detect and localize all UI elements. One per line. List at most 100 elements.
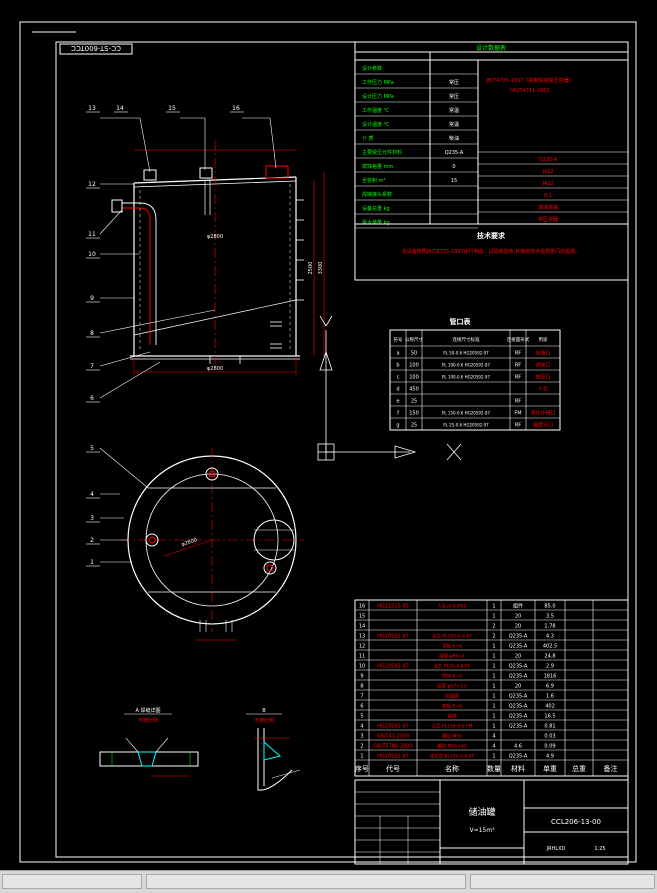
tank-name: 储油罐 <box>468 806 495 818</box>
inner-dim-text: 2500 <box>308 262 314 275</box>
nozzle-cell: RF <box>515 399 521 405</box>
balloon-number: 3 <box>90 515 94 522</box>
tech-right-value: 0.1 <box>544 193 552 199</box>
tech-code2: HG/T4711-2002 <box>510 88 550 94</box>
tech-right-value: J422 <box>541 181 553 187</box>
bom-header: 序号 <box>355 764 369 773</box>
bom-cell: 法兰 PL150-0.6 FM <box>432 723 473 730</box>
plan-diam-text: φ2800 <box>181 537 198 548</box>
nozzle-cell: FM <box>514 411 521 417</box>
bom-cell: Q235-A <box>509 644 528 650</box>
bom-cell: Q235-A <box>509 694 528 700</box>
part-number: CCL206-13-00 <box>551 818 601 826</box>
bom-cell: 4.3 <box>546 634 554 640</box>
tech-req-title: 技术要求 <box>477 231 506 240</box>
status-cell-modes[interactable] <box>146 874 466 889</box>
nozzle-cell: 出油口 <box>535 350 550 357</box>
bom-cell: 1 <box>492 644 495 650</box>
height-dim-text: 3300 <box>318 262 324 275</box>
bom-cell: Q235-A <box>509 724 528 730</box>
bom-cell: 1 <box>492 694 495 700</box>
bom-header: 材料 <box>511 764 525 773</box>
nozzle-cell: 人孔 <box>538 386 548 393</box>
nozzle-cell: f <box>397 411 399 417</box>
bom-cell: 402 <box>545 704 555 710</box>
tech-row-value: 常温 <box>449 107 459 114</box>
nozzle-cell: 100 <box>409 363 419 369</box>
nozzle-cell: 放空口 <box>535 374 550 381</box>
tech-header: 设计数据表 <box>476 44 506 52</box>
tech-row-value: 0 <box>452 164 455 170</box>
bom-cell: 402.5 <box>543 644 557 650</box>
nozzle-cell: PL 50-0.6 HG20592-97 <box>443 351 489 356</box>
nozzle-header: 符号 <box>394 336 403 343</box>
bom-cell: 2 <box>360 744 363 750</box>
outer-border <box>19 21 637 863</box>
bom-header: 单重 <box>543 764 557 773</box>
bom-cell: 螺栓 M16×65 <box>437 743 467 750</box>
tech-row-label: 介 质 <box>362 135 374 142</box>
tech-row-value: 常压 <box>449 93 459 100</box>
nozzle-cell: e <box>396 399 399 405</box>
bom-header: 备注 <box>604 764 618 773</box>
bom-cell: 2 <box>492 624 495 630</box>
nozzle-cell: a <box>396 351 399 357</box>
tech-row-label: 主要受压元件材料 <box>362 149 402 156</box>
bom-cell: 6 <box>360 704 363 710</box>
bom-cell: 0.81 <box>544 724 555 730</box>
bom-cell: Q235-A <box>509 754 528 760</box>
tech-row-label: 工作温度 ℃ <box>362 107 390 114</box>
bom-cell: 1 <box>492 604 495 610</box>
balloon-number: 6 <box>90 395 94 402</box>
tech-req: 技术要求 本设备按照JB/T4735-1997进行制造、试验和验收,并接受技术监… <box>354 223 629 281</box>
title-block: 储油罐 V=15m³ CCL206-13-00 JRHLXD 1:25 <box>354 779 629 865</box>
bom-cell: GB/T41-2000 <box>377 734 410 740</box>
bom-cell: 接管 φ57×3.5 <box>437 683 467 690</box>
sheet-code: JRHLXD <box>546 846 566 852</box>
bom-header: 代号 <box>386 764 400 773</box>
status-cell-coords[interactable] <box>2 874 142 889</box>
bom-cell: 1.78 <box>544 624 555 630</box>
flipped-drawing-number: CC-ST-600TCC <box>71 44 121 52</box>
plan-manhole <box>253 519 295 561</box>
bom-cell: Q235-A <box>509 634 528 640</box>
nozzle-cell: PL 25-0.6 HG20592-97 <box>443 423 489 428</box>
bom-header: 名称 <box>445 764 459 773</box>
bom-cell: GB/T5780-2000 <box>373 744 412 750</box>
tech-row-label: 最大装量 kg <box>362 219 390 226</box>
balloon-number: 11 <box>88 231 96 238</box>
shell-dim-text: φ2800 <box>207 234 223 240</box>
bom-cell: 接管 φ89×4 <box>439 653 465 660</box>
balloon-number: 13 <box>88 105 96 112</box>
bom-cell: 1 <box>492 714 495 720</box>
balloon-number: 12 <box>88 181 96 188</box>
bom-cell: 1 <box>360 754 363 760</box>
bom-cell: 13 <box>359 634 365 640</box>
bom-cell: 9 <box>360 674 363 680</box>
tech-req-text: 本设备按照JB/T4735-1997进行制造、试验和验收,并接受技术监督部门的监… <box>402 248 581 255</box>
bom-cell: 法兰盖 BL100-0.6 RF <box>429 753 474 760</box>
plan-nozzle-top <box>205 467 219 481</box>
bom-cell: 4 <box>492 744 495 750</box>
bom-cell: 组件 <box>513 603 523 610</box>
nozzle-cell: 25 <box>411 423 417 429</box>
bottom-dim-text: φ2800 <box>207 366 223 372</box>
bom-cell: 14 <box>359 624 365 630</box>
nozzle-cell: RF <box>515 351 521 357</box>
bom-cell: 16.5 <box>544 714 555 720</box>
status-cell-tray[interactable] <box>470 874 655 889</box>
bom-cell: 4.6 <box>514 744 522 750</box>
balloon-number: 9 <box>90 295 94 302</box>
scale: 1:25 <box>594 846 605 852</box>
nozzle-cell: PL 100-0.6 HG20592-97 <box>442 363 490 368</box>
bom-cell: 20 <box>515 624 521 630</box>
nozzle-header: 连接面形式 <box>507 336 530 343</box>
nozzle-cell: 150 <box>409 411 419 417</box>
tech-row-label: 工作压力 MPa <box>362 79 394 86</box>
bom-cell: 3.5 <box>546 614 554 620</box>
bom-cell: Q235-A <box>509 664 528 670</box>
nozzle-cell: RF <box>515 363 521 369</box>
tech-code: JB/T4735-1997《钢制焊接常压容器》 <box>486 77 574 84</box>
cad-drawing[interactable]: CC-ST-600TCC <box>0 0 657 870</box>
